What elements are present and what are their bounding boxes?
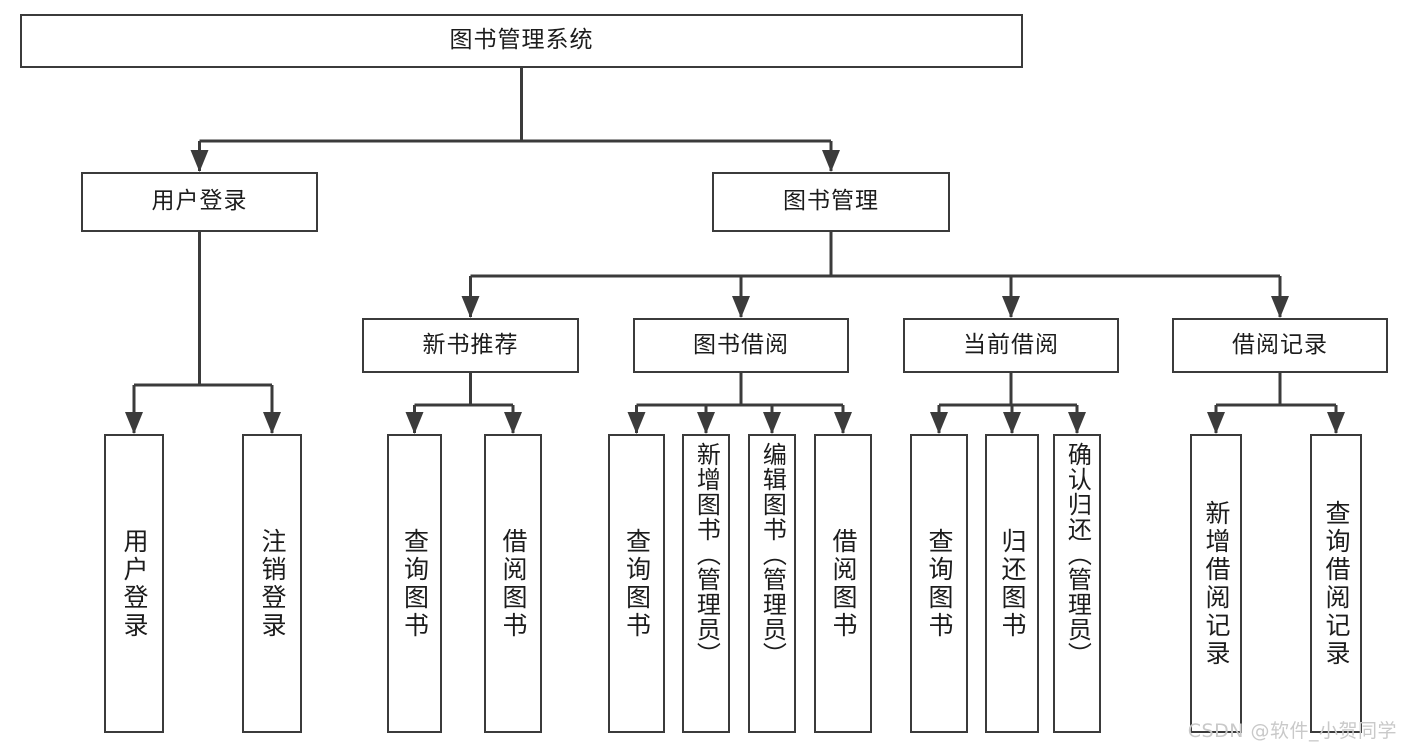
node-label: 注销登录 — [258, 527, 287, 640]
node-label: 新书推荐 — [422, 331, 519, 358]
arrowhead-icon — [405, 412, 424, 434]
arrowhead-icon — [834, 412, 852, 434]
node-label: 编辑图书（管理员） — [758, 442, 787, 667]
arrowhead-icon — [822, 150, 840, 172]
node-label: 图书管理系统 — [449, 27, 594, 54]
node-label: 用户登录 — [120, 527, 149, 640]
arrowhead-icon — [697, 412, 715, 434]
arrowhead-icon — [732, 296, 750, 318]
node-leaf-query-book-1: 查询图书 — [387, 434, 442, 733]
arrowhead-icon — [461, 296, 480, 318]
arrowhead-icon — [504, 412, 522, 434]
node-leaf-query-borrow-record: 查询借阅记录 — [1310, 434, 1362, 733]
node-leaf-user-login: 用户登录 — [104, 434, 164, 733]
arrowhead-icon — [1003, 412, 1021, 434]
node-leaf-confirm-return-admin: 确认归还（管理员） — [1053, 434, 1101, 733]
node-leaf-logout: 注销登录 — [242, 434, 302, 733]
node-label: 图书管理 — [783, 188, 879, 215]
node-label: 借阅记录 — [1232, 331, 1328, 358]
node-new-book-rec: 新书推荐 — [362, 318, 579, 373]
node-borrow-record: 借阅记录 — [1172, 318, 1388, 373]
node-label: 新增图书（管理员） — [692, 442, 721, 667]
node-leaf-add-book-admin: 新增图书（管理员） — [682, 434, 730, 733]
node-book-manage: 图书管理 — [712, 172, 950, 232]
arrowhead-icon — [627, 412, 646, 434]
node-label: 用户登录 — [151, 188, 248, 215]
node-label: 查询图书 — [925, 527, 954, 640]
arrowhead-icon — [1207, 412, 1225, 434]
arrowhead-icon — [263, 412, 281, 434]
node-leaf-query-book-2: 查询图书 — [608, 434, 665, 733]
arrowhead-icon — [930, 412, 948, 434]
node-leaf-borrow-book-1: 借阅图书 — [484, 434, 542, 733]
node-label: 归还图书 — [998, 527, 1027, 640]
node-leaf-return-book: 归还图书 — [985, 434, 1039, 733]
node-leaf-add-borrow-record: 新增借阅记录 — [1190, 434, 1242, 733]
node-label: 查询图书 — [622, 527, 652, 640]
node-book-borrow: 图书借阅 — [633, 318, 849, 373]
arrowhead-icon — [1068, 412, 1086, 434]
arrowhead-icon — [125, 412, 143, 434]
node-leaf-borrow-book-2: 借阅图书 — [814, 434, 872, 733]
node-label: 借阅图书 — [829, 527, 858, 640]
node-current-borrow: 当前借阅 — [903, 318, 1119, 373]
node-label: 借阅图书 — [499, 527, 528, 640]
arrowhead-icon — [1002, 296, 1020, 318]
node-leaf-edit-book-admin: 编辑图书（管理员） — [748, 434, 796, 733]
node-label: 新增借阅记录 — [1202, 499, 1231, 668]
watermark-text: CSDN @软件_小贺同学 — [1187, 720, 1397, 742]
node-label: 当前借阅 — [963, 331, 1059, 358]
arrowhead-icon — [763, 412, 781, 434]
arrowhead-icon — [190, 150, 209, 172]
node-root-root: 图书管理系统 — [20, 14, 1023, 68]
node-label: 图书借阅 — [693, 331, 789, 358]
node-label: 查询借阅记录 — [1322, 499, 1351, 668]
arrowhead-icon — [1327, 412, 1345, 434]
arrowhead-icon — [1271, 296, 1289, 318]
node-user-login: 用户登录 — [81, 172, 318, 232]
node-leaf-query-book-3: 查询图书 — [910, 434, 968, 733]
node-label: 查询图书 — [400, 527, 430, 640]
node-label: 确认归还（管理员） — [1063, 442, 1092, 667]
